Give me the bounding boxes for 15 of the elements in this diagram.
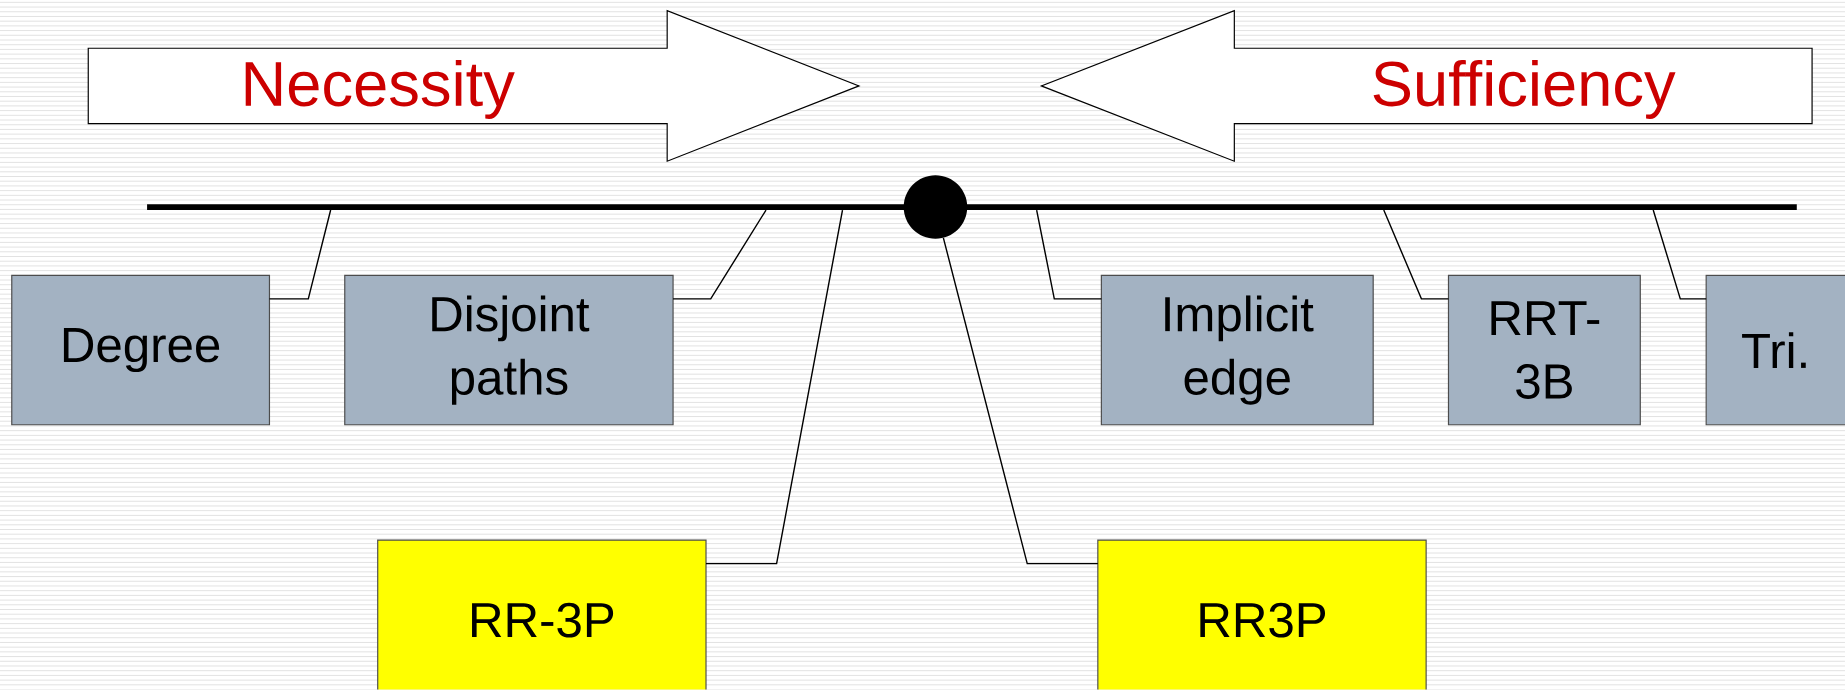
dot (903, 175, 968, 240)
label-box: RR-3P (377, 539, 707, 690)
leader-line (672, 209, 767, 300)
label-box: Implicit edge (1100, 275, 1374, 426)
leader-line (1383, 209, 1450, 300)
leader-line (705, 209, 844, 565)
label-box: Disjoint paths (344, 275, 674, 426)
leader-line (1652, 209, 1707, 300)
label-box: RR3P (1097, 539, 1427, 690)
leader-line (268, 209, 332, 300)
label-box: Tri. (1705, 275, 1845, 426)
label-box: Degree (11, 275, 271, 426)
label-box: RRT-3B (1447, 275, 1641, 426)
leader-line (1035, 209, 1103, 300)
leader-line (942, 237, 1099, 565)
